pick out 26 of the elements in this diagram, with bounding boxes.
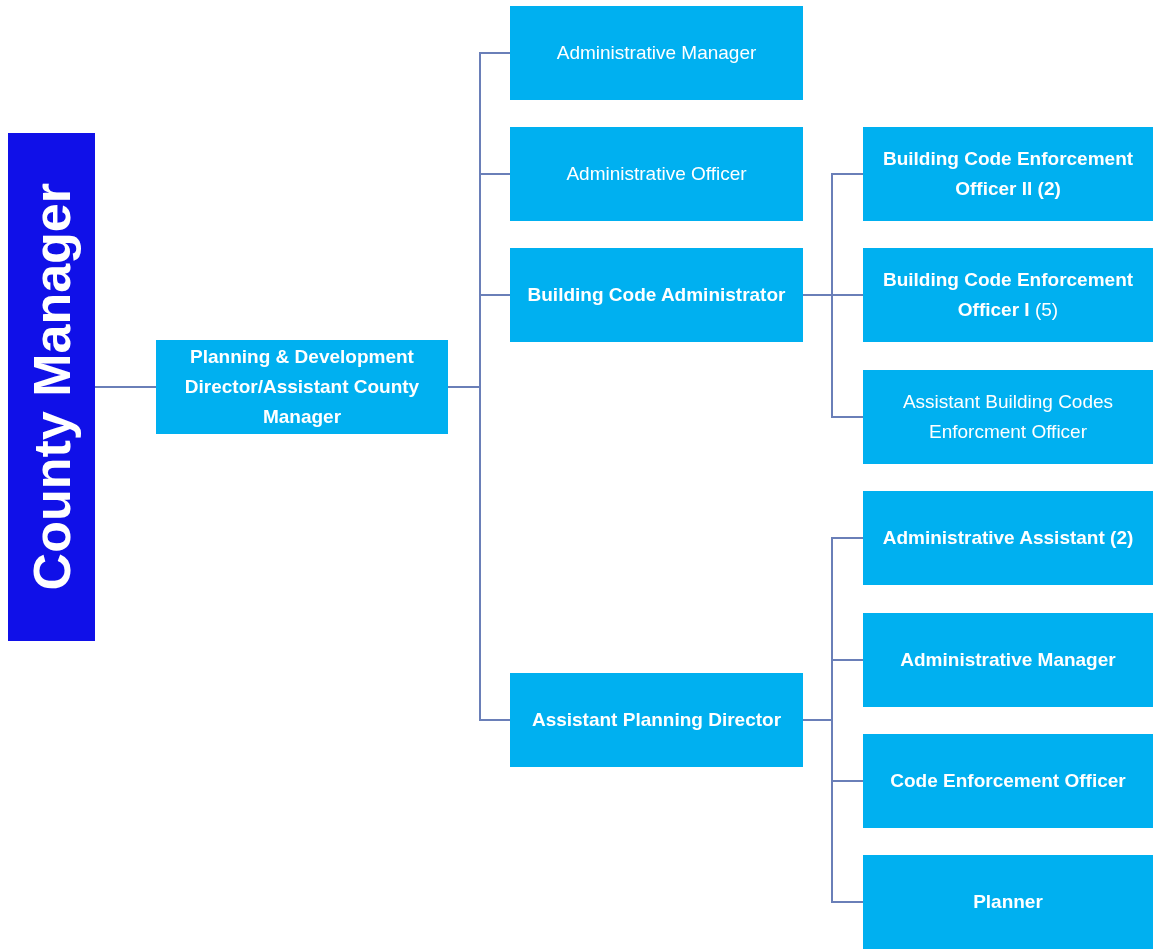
role-box xyxy=(863,734,1153,828)
role-box xyxy=(863,855,1153,949)
role-title: Administrative Manager xyxy=(900,648,1116,672)
role-box xyxy=(156,340,448,434)
title-box xyxy=(8,133,95,641)
role-title: Assistant Building Codes Enforcment Officer xyxy=(901,390,1115,444)
role-box xyxy=(863,370,1153,464)
role-title: Administrative Officer xyxy=(566,162,747,186)
role-box xyxy=(863,491,1153,585)
role-title: Assistant Planning Director xyxy=(531,708,782,732)
role-box xyxy=(510,673,803,767)
role-box xyxy=(510,127,803,221)
role-title: Building Code Enforcement Officer II (2) xyxy=(881,147,1135,201)
role-box xyxy=(863,127,1153,221)
role-box xyxy=(863,613,1153,707)
role-title: Administrative Manager xyxy=(556,41,757,65)
role-title: Planning & Development Director/Assistant County Manager xyxy=(183,345,421,429)
role-box xyxy=(510,6,803,100)
role-box xyxy=(510,248,803,342)
role-title: Administrative Assistant (2) xyxy=(882,526,1134,550)
role-title: Code Enforcement Officer xyxy=(890,769,1126,793)
connector-line xyxy=(94,386,157,388)
role-box xyxy=(863,248,1153,342)
role-title: Planner xyxy=(973,890,1043,914)
role-title: Building Code Enforcement Officer I (5) xyxy=(881,268,1135,322)
role-title: Building Code Administrator xyxy=(527,283,786,307)
